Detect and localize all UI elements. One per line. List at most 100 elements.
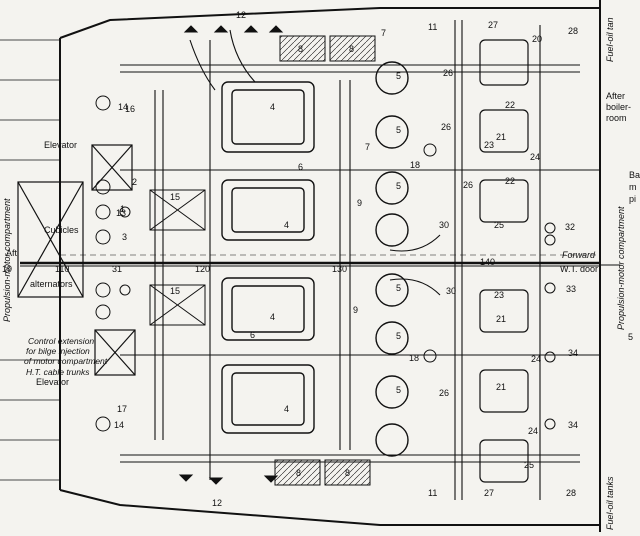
hatch-boxes	[274, 35, 376, 486]
num-11b: 11	[428, 488, 437, 498]
num-21c: 21	[496, 382, 506, 392]
frame-140-label: 140	[480, 257, 495, 267]
num-4b: 4	[284, 220, 289, 230]
alternators-label: alternators	[30, 279, 73, 289]
elevator-top-label: Elevator	[44, 140, 77, 150]
num-24a: 24	[530, 152, 540, 162]
num-21b: 21	[496, 314, 506, 324]
propulsion-motor-left-label: Propulsion-motor compartment	[2, 198, 12, 322]
num-30b: 30	[446, 286, 456, 296]
num-12b: 12	[212, 498, 222, 508]
elevator-bottom-box	[94, 329, 136, 376]
num-2: 2	[132, 177, 137, 187]
control-extension-label-2: for bilge injection	[26, 346, 90, 356]
num-26a: 26	[443, 68, 453, 78]
num-5f: 5	[396, 385, 401, 395]
frame-19-label: 19	[2, 264, 12, 274]
num-12a: 12	[236, 10, 246, 20]
num-1: 1	[120, 204, 125, 214]
num-26b: 26	[441, 122, 451, 132]
num-20: 20	[532, 34, 542, 44]
num-18b: 18	[409, 353, 419, 363]
num-8a: 8	[298, 44, 303, 54]
num-24b: 24	[531, 354, 541, 364]
num-8b: 8	[349, 44, 354, 54]
num-25b: 25	[524, 460, 534, 470]
num-22b: 22	[505, 176, 515, 186]
num-6a: 6	[298, 162, 303, 172]
fuel-oil-bottom-label: Fuel-oil tanks	[605, 476, 615, 530]
num-5d: 5	[396, 283, 401, 293]
cubicles-label: Cubicles	[44, 225, 79, 235]
num-34b: 34	[568, 420, 578, 430]
num-18a: 18	[410, 160, 420, 170]
num-9a: 9	[357, 198, 362, 208]
num-23a: 23	[484, 140, 494, 150]
num-5e: 5	[396, 331, 401, 341]
centerline	[20, 254, 600, 267]
num-27a: 27	[488, 20, 498, 30]
right-edge-pi: pi	[629, 194, 636, 204]
num-14a: 14	[118, 102, 128, 112]
num-8d: 8	[345, 468, 350, 478]
num-15a: 15	[170, 192, 180, 202]
frame-120-label: 120	[195, 264, 210, 274]
after-boiler-room-line2: boiler-	[606, 102, 631, 112]
boiler-equipment	[479, 39, 529, 483]
after-boiler-room-line1: After	[606, 91, 625, 101]
num-14b: 14	[114, 420, 124, 430]
num-26c: 26	[463, 180, 473, 190]
num-30a: 30	[439, 220, 449, 230]
num-17: 17	[117, 404, 127, 414]
right-edge-ba: Ba	[629, 170, 640, 180]
box-15-bottom	[149, 284, 206, 326]
num-33: 33	[566, 284, 576, 294]
frame-110-label: 110	[55, 264, 69, 274]
num-13: 13	[116, 208, 126, 218]
num-5c: 5	[396, 181, 401, 191]
cubicles-box	[17, 181, 84, 298]
callout-numbers: 1 2 3 4 4 4 4 5 5 5 5 5 5 6 6 7 7 8 8 8 …	[112, 10, 578, 508]
num-32: 32	[565, 222, 575, 232]
num-5b: 5	[396, 125, 401, 135]
num-31: 31	[112, 264, 122, 274]
right-edge-5: 5	[628, 332, 633, 342]
num-27b: 27	[484, 488, 494, 498]
box-15-top	[149, 189, 206, 231]
num-22a: 22	[505, 100, 515, 110]
num-11a: 11	[428, 22, 437, 32]
num-4d: 4	[284, 404, 289, 414]
pumps-5	[375, 61, 409, 457]
right-edge-m: m	[629, 182, 637, 192]
num-5a: 5	[396, 71, 401, 81]
num-28b: 28	[566, 488, 576, 498]
num-6b: 6	[250, 330, 255, 340]
num-7b: 7	[365, 142, 370, 152]
small-fittings	[95, 95, 556, 432]
num-4c: 4	[270, 312, 275, 322]
num-4a: 4	[270, 102, 275, 112]
piping	[120, 20, 600, 500]
control-extension-label-1: Control extension	[28, 336, 94, 346]
elevator-bottom-label: Elevator	[36, 377, 69, 387]
elevator-top-box	[91, 144, 133, 191]
blowers	[178, 25, 284, 485]
num-8c: 8	[296, 468, 301, 478]
num-21a: 21	[496, 132, 506, 142]
after-boiler-room-line3: room	[606, 113, 627, 123]
propulsion-motor-right-label: Propulsion-motor compartment	[616, 206, 626, 330]
num-9b: 9	[353, 305, 358, 315]
forward-label: Forward	[562, 250, 596, 260]
num-24c: 24	[528, 426, 538, 436]
control-extension-label-3: of motor compartment	[24, 356, 108, 366]
num-3: 3	[122, 232, 127, 242]
fuel-oil-top-label: Fuel-oil tan	[605, 17, 615, 62]
left-hull-frames	[0, 39, 60, 481]
num-23b: 23	[494, 290, 504, 300]
ht-cable-trunks-label: H.T. cable trunks	[26, 367, 90, 377]
wt-door-label: W.T. door	[560, 264, 598, 274]
num-7a: 7	[381, 28, 386, 38]
main-generator-units	[221, 81, 315, 434]
